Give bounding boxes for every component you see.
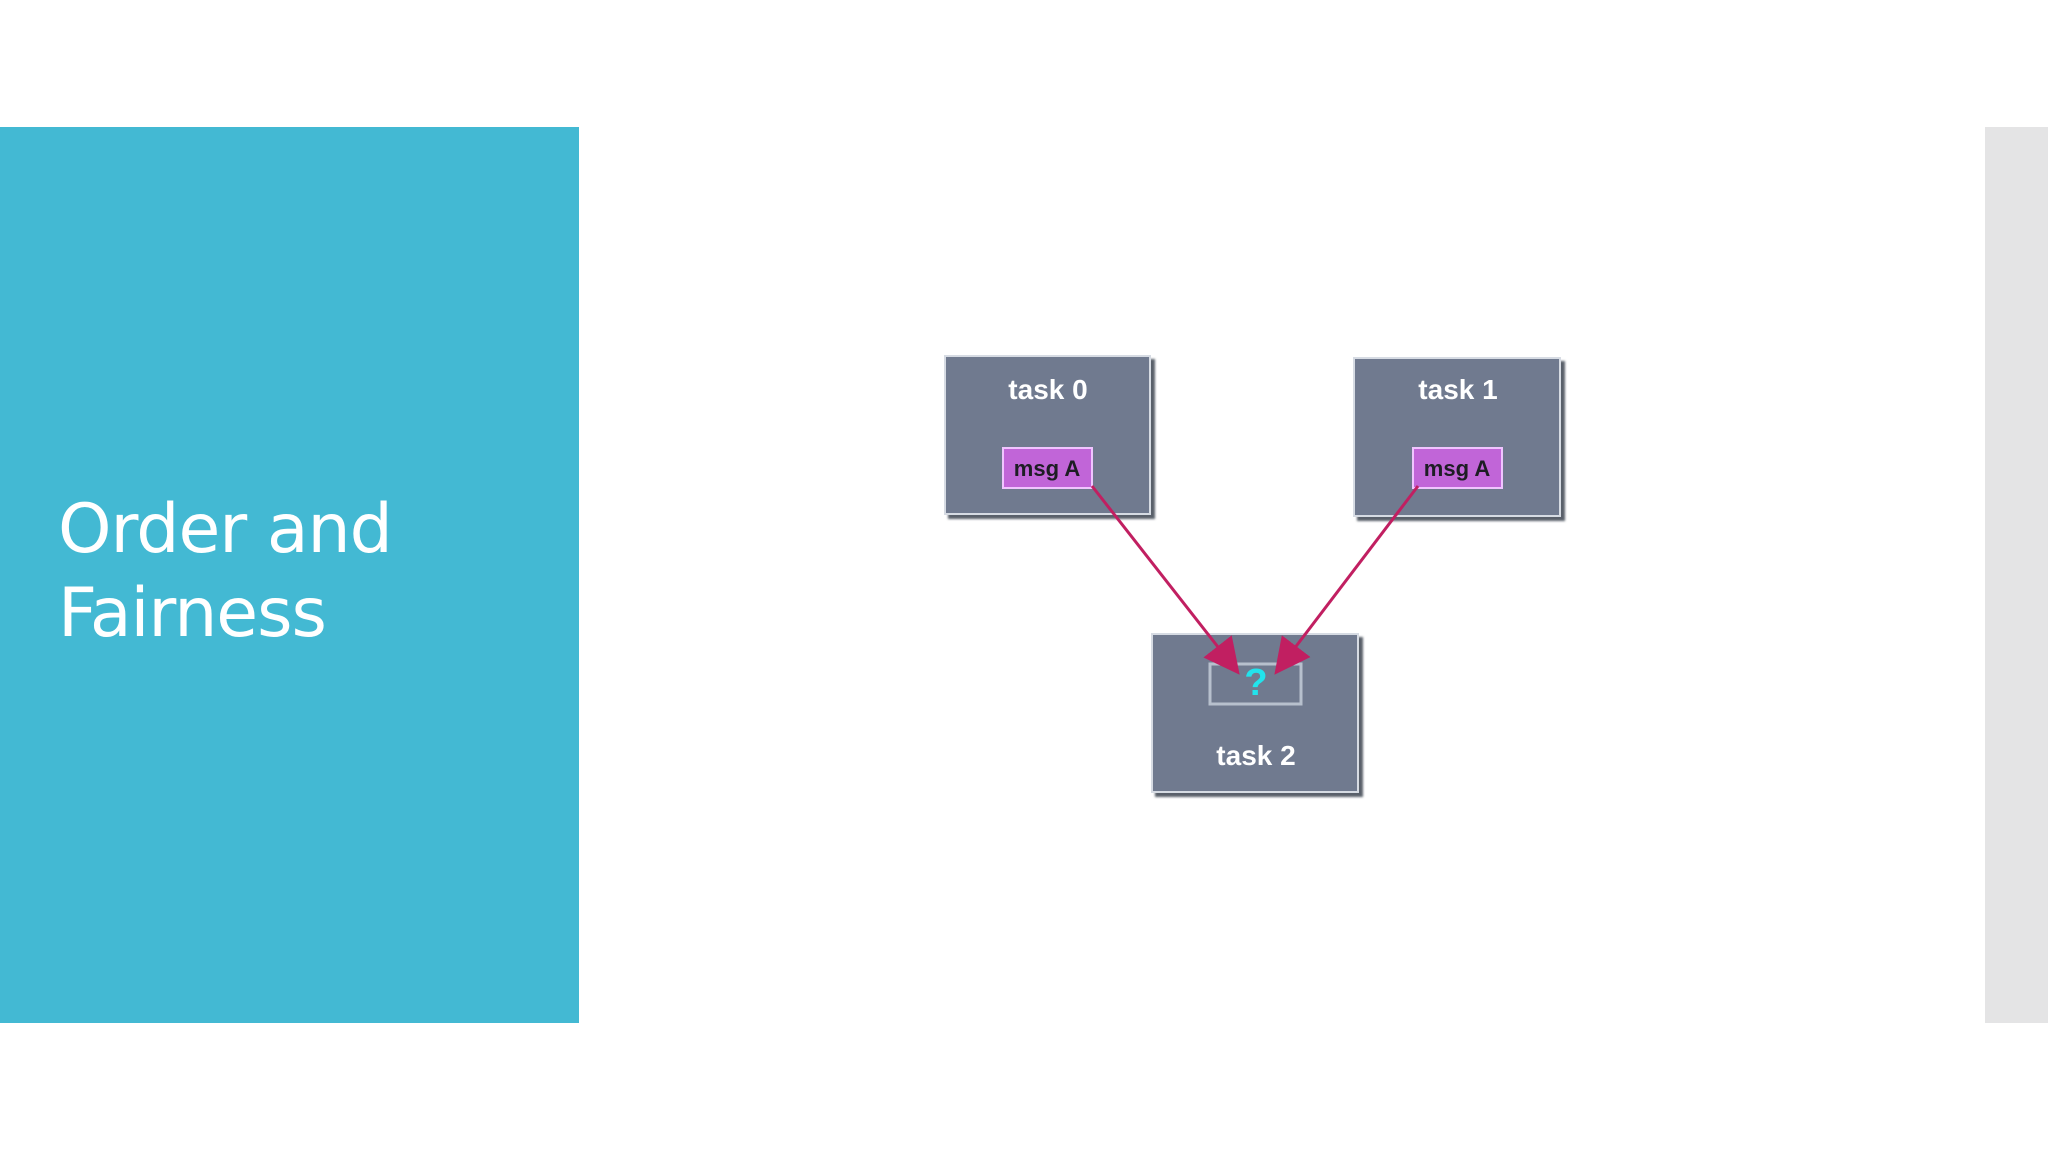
task-2-label: task 2 — [1216, 740, 1295, 771]
receive-buffer — [1208, 662, 1303, 706]
task-0-node: task 0 msg A — [944, 355, 1151, 515]
arrow-task-0-to-task-2 — [1090, 485, 1240, 675]
message-order-diagram: task 0 msg A task 1 msg A ? task 2 — [944, 355, 1561, 793]
task-0-message-label: msg A — [1014, 456, 1081, 481]
title-panel — [0, 127, 579, 1023]
task-1-node: task 1 msg A — [1353, 357, 1561, 517]
slide-title-line-2: Fairness — [58, 574, 327, 653]
slide-title: Order and Fairness — [58, 488, 558, 656]
task-0-label: task 0 — [1008, 374, 1087, 405]
task-1-label: task 1 — [1418, 374, 1497, 405]
right-edge-strip — [1985, 127, 2048, 1023]
task-0-message: msg A — [1002, 447, 1093, 489]
task-2-node: ? task 2 — [1151, 633, 1359, 793]
arrow-task-1-to-task-2 — [1274, 485, 1420, 675]
task-1-message-label: msg A — [1424, 456, 1491, 481]
question-mark-icon: ? — [1244, 662, 1267, 704]
slide-title-line-1: Order and — [58, 490, 393, 569]
task-1-message: msg A — [1412, 447, 1503, 489]
